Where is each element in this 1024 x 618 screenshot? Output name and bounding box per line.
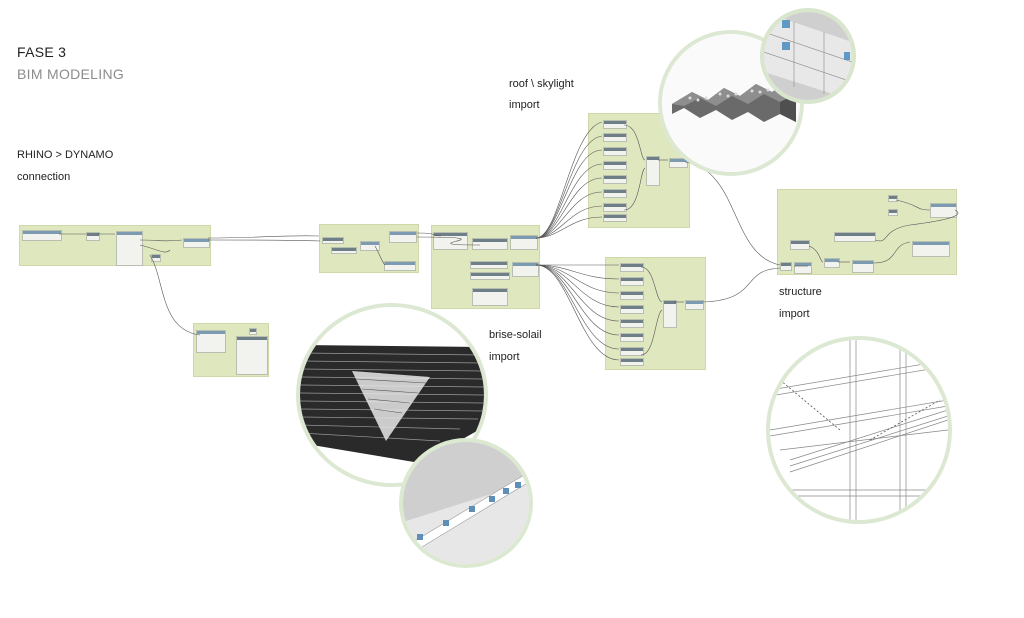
group-mid-link[interactable] — [319, 224, 419, 273]
group-rhino-output[interactable] — [193, 323, 269, 377]
rhino-sublabel: connection — [17, 171, 71, 183]
node[interactable] — [834, 232, 876, 242]
node[interactable] — [360, 241, 380, 251]
node[interactable] — [620, 358, 644, 366]
structure-model-image — [770, 340, 948, 520]
group-rhino-connection[interactable] — [19, 225, 211, 266]
node[interactable] — [183, 238, 210, 248]
node[interactable] — [824, 258, 840, 268]
group-splitter[interactable] — [431, 225, 540, 309]
wire — [207, 239, 321, 242]
node[interactable] — [620, 305, 644, 314]
node[interactable] — [322, 237, 344, 244]
node[interactable] — [620, 319, 644, 328]
node[interactable] — [472, 288, 508, 306]
roof-label: roof \ skylight — [509, 78, 574, 90]
brise-detail-bubble — [399, 438, 533, 568]
node[interactable] — [620, 291, 644, 300]
node[interactable] — [620, 333, 644, 342]
node[interactable] — [86, 232, 100, 241]
node[interactable] — [646, 156, 660, 186]
node[interactable] — [685, 300, 704, 310]
structure-label: structure — [779, 286, 822, 298]
page-title: FASE 3 — [17, 44, 67, 60]
node[interactable] — [384, 261, 416, 271]
node[interactable] — [196, 330, 226, 353]
node[interactable] — [512, 262, 539, 277]
wire — [702, 267, 781, 303]
brise-sublabel: import — [489, 351, 520, 363]
node[interactable] — [620, 263, 644, 272]
node[interactable] — [236, 336, 268, 375]
node[interactable] — [780, 262, 792, 271]
brise-label: brise-solail — [489, 329, 542, 341]
node[interactable] — [470, 272, 510, 280]
node[interactable] — [603, 161, 627, 170]
node[interactable] — [389, 231, 417, 243]
structure-sublabel: import — [779, 308, 810, 320]
roof-detail-bubble — [760, 8, 856, 104]
brise-detail-image — [403, 442, 529, 564]
node[interactable] — [930, 203, 957, 218]
structure-preview-bubble — [766, 336, 952, 524]
node[interactable] — [603, 214, 627, 222]
node[interactable] — [888, 209, 898, 216]
brise-model-image — [300, 307, 484, 483]
node[interactable] — [472, 238, 508, 250]
node[interactable] — [852, 260, 874, 273]
node[interactable] — [116, 231, 143, 266]
rhino-label: RHINO > DYNAMO — [17, 149, 114, 161]
node[interactable] — [603, 203, 627, 212]
node[interactable] — [510, 235, 538, 250]
node[interactable] — [433, 232, 468, 250]
node[interactable] — [888, 195, 898, 202]
node[interactable] — [620, 347, 644, 356]
node[interactable] — [790, 240, 810, 250]
node[interactable] — [603, 175, 627, 184]
node[interactable] — [794, 262, 812, 274]
page-subtitle: BIM MODELING — [17, 66, 125, 82]
node[interactable] — [151, 254, 161, 262]
wire — [684, 161, 781, 266]
group-brise-solail[interactable] — [605, 257, 706, 370]
node[interactable] — [663, 300, 677, 328]
node[interactable] — [620, 277, 644, 286]
node[interactable] — [912, 241, 950, 257]
wire — [207, 235, 320, 239]
node[interactable] — [603, 120, 627, 129]
node[interactable] — [249, 328, 257, 335]
group-structure[interactable] — [777, 189, 957, 275]
brise-preview-bubble — [296, 303, 488, 487]
node[interactable] — [22, 230, 62, 241]
node[interactable] — [470, 261, 508, 269]
node[interactable] — [603, 133, 627, 142]
node[interactable] — [331, 247, 357, 254]
node[interactable] — [603, 189, 627, 198]
node[interactable] — [603, 147, 627, 156]
roof-sublabel: import — [509, 99, 540, 111]
roof-detail-image — [764, 12, 852, 100]
